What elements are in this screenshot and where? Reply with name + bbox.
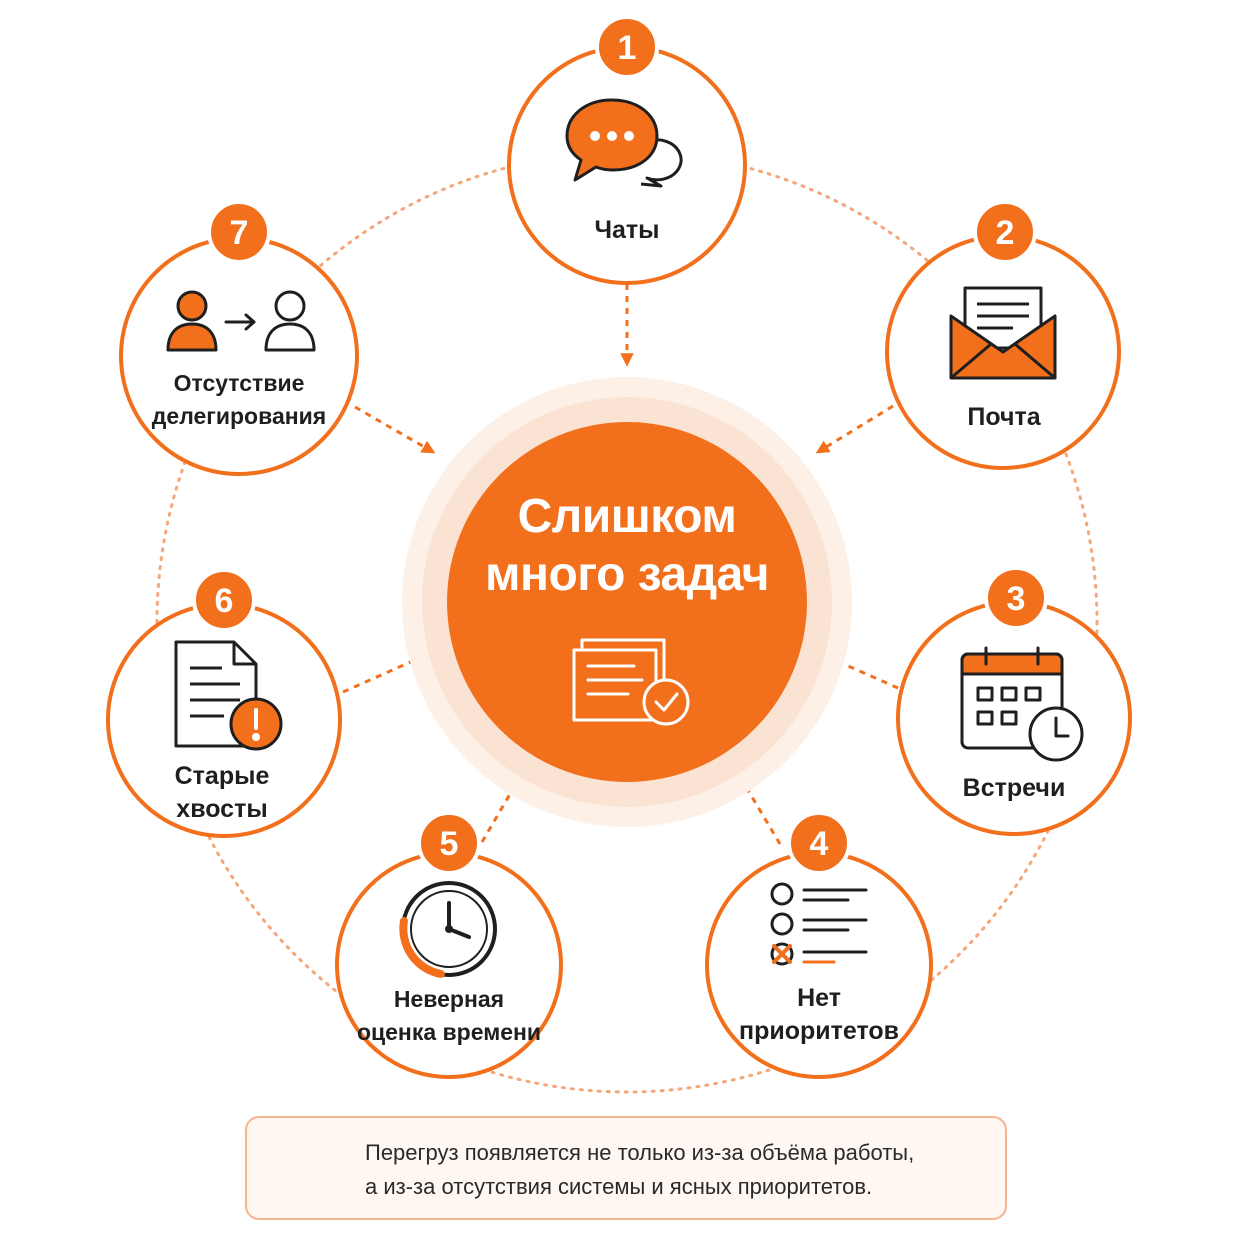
badge-3 xyxy=(984,566,1048,630)
tip-text: Перегруз появляется не только из-за объё… xyxy=(365,1140,915,1199)
badge-4 xyxy=(787,811,851,875)
node-label-old-tails: Старые хвосты xyxy=(174,762,270,823)
task-list-check-icon xyxy=(572,638,690,726)
node-chats xyxy=(507,45,747,285)
calendar-clock-icon xyxy=(960,646,1084,762)
badge-numbers: 1 2 3 4 5 6 7 xyxy=(215,29,1026,863)
badge-1 xyxy=(595,15,659,79)
node-mail xyxy=(885,234,1121,470)
arrow-2 xyxy=(815,404,894,454)
node-label-mail: Почта xyxy=(967,403,1041,431)
node-label-chats: Чаты xyxy=(594,216,660,244)
arrow-7 xyxy=(354,405,436,454)
node-no-priorities xyxy=(705,851,933,1079)
center-circle xyxy=(402,377,852,827)
tip-box: Перегруз появляется не только из-за объё… xyxy=(245,1116,1007,1220)
envelope-icon xyxy=(949,286,1057,380)
document-warning-icon xyxy=(174,640,283,751)
chat-bubbles-icon xyxy=(565,98,683,188)
number-badges xyxy=(192,15,1048,875)
node-label-no-priorities: Нет приоритетов xyxy=(738,984,900,1045)
badge-number-7: 7 xyxy=(230,214,249,252)
clock-icon xyxy=(399,881,497,978)
node-old-tails xyxy=(106,602,342,838)
badge-number-1: 1 xyxy=(618,29,637,67)
badge-2 xyxy=(973,200,1037,264)
badge-number-2: 2 xyxy=(996,214,1015,252)
center-title: Слишком много задач xyxy=(484,490,770,601)
badge-number-4: 4 xyxy=(810,825,829,863)
node-label-time-estimate: Неверная оценка времени xyxy=(356,986,542,1045)
badge-number-3: 3 xyxy=(1007,580,1026,618)
node-time-estimate xyxy=(335,851,563,1079)
delegate-users-icon xyxy=(166,290,316,352)
node-no-delegation xyxy=(119,236,359,476)
checklist-icon xyxy=(770,882,868,966)
badge-5 xyxy=(417,811,481,875)
badge-number-5: 5 xyxy=(440,825,459,863)
badge-number-6: 6 xyxy=(215,582,234,620)
node-meetings xyxy=(896,600,1132,836)
badge-7 xyxy=(207,200,271,264)
badge-6 xyxy=(192,568,256,632)
node-label-meetings: Встречи xyxy=(962,774,1066,802)
node-label-no-delegation: Отсутствие делегирования xyxy=(151,370,327,429)
